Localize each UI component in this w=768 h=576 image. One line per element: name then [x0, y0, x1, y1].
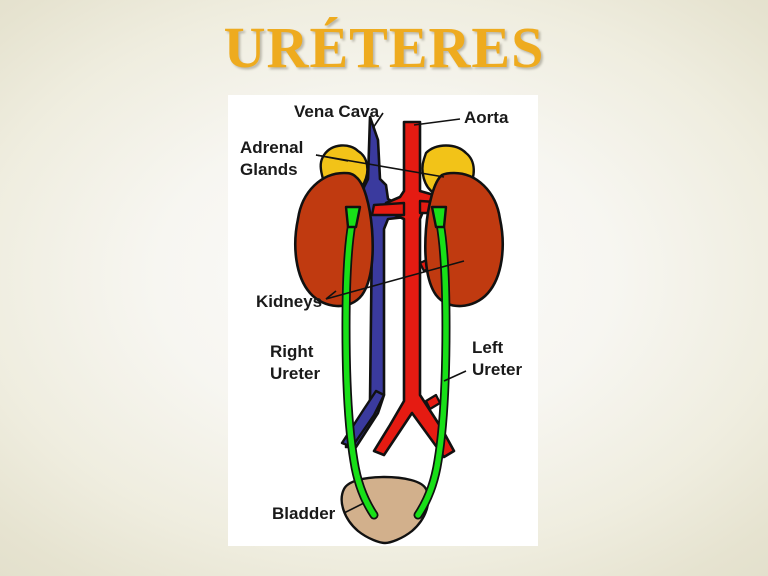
label-right-ureter-line2: Ureter — [270, 364, 320, 383]
bladder-shape — [340, 475, 430, 545]
label-right-ureter-line1: Right — [270, 342, 314, 361]
label-left-ureter-line2: Ureter — [472, 360, 522, 379]
label-adrenal-glands-line2: Glands — [240, 160, 298, 179]
kidney-left-shape — [424, 171, 504, 308]
label-aorta: Aorta — [464, 108, 509, 127]
urinary-system-diagram-panel: Vena Cava Aorta Adrenal Glands Kidneys R… — [228, 95, 538, 546]
leader-lines — [315, 112, 467, 514]
page-title: URÉTERES — [223, 15, 545, 80]
label-bladder: Bladder — [272, 504, 336, 523]
kidney-right-shape — [294, 171, 374, 308]
label-adrenal-glands-line1: Adrenal — [240, 138, 303, 157]
label-vena-cava: Vena Cava — [294, 102, 380, 121]
label-kidneys: Kidneys — [256, 292, 322, 311]
label-left-ureter-line1: Left — [472, 338, 504, 357]
ureter-right-shape — [341, 205, 379, 520]
urinary-system-diagram-svg: Vena Cava Aorta Adrenal Glands Kidneys R… — [240, 102, 522, 545]
